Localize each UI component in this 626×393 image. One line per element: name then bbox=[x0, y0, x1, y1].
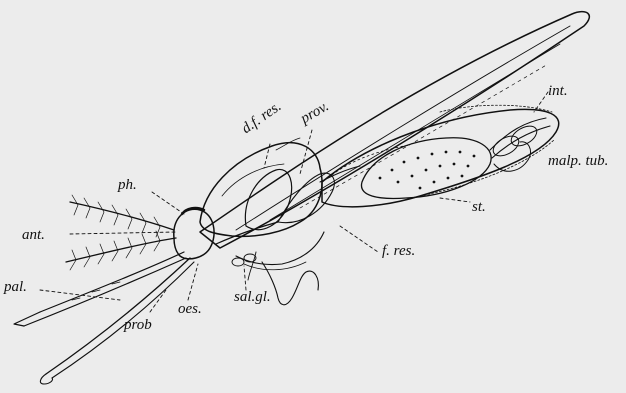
food-reservoir bbox=[236, 232, 324, 270]
wing bbox=[200, 12, 589, 248]
proboscis bbox=[40, 258, 194, 384]
abdomen bbox=[322, 105, 559, 207]
antenna bbox=[66, 195, 176, 270]
label-salivary-gland: sal.gl. bbox=[234, 290, 271, 305]
label-proboscis: prob bbox=[124, 318, 152, 333]
label-intestine: int. bbox=[548, 84, 568, 99]
label-malpighian-tubules: malp. tub. bbox=[548, 154, 608, 169]
label-pharynx: ph. bbox=[118, 178, 137, 193]
intestine bbox=[490, 118, 550, 158]
label-stomach: st. bbox=[472, 200, 486, 215]
label-oesophagus: oes. bbox=[178, 302, 202, 317]
label-food-reservoir: f. res. bbox=[382, 244, 415, 259]
label-antenna: ant. bbox=[22, 228, 45, 243]
label-palp: pal. bbox=[4, 280, 27, 295]
stomach bbox=[361, 138, 491, 199]
head bbox=[174, 208, 214, 259]
palp bbox=[14, 252, 186, 326]
